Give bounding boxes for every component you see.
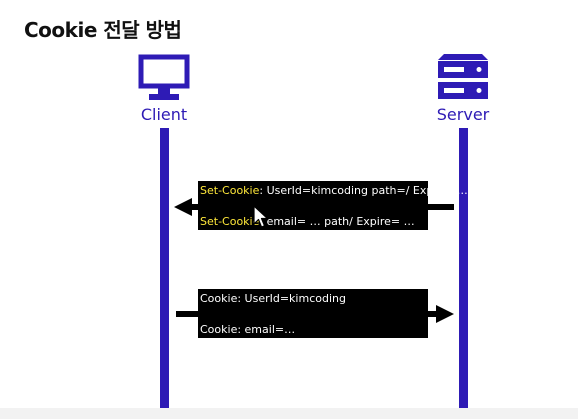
mouse-cursor-icon bbox=[253, 205, 269, 228]
server-lifeline bbox=[459, 128, 468, 408]
response-arrow-shaft-right bbox=[428, 204, 454, 210]
set-cookie-line-2: Set-Cookie: email= … path/ Expire= … bbox=[200, 215, 415, 228]
monitor-icon bbox=[138, 54, 190, 100]
set-cookie-box: Set-Cookie: UserId=kimcoding path=/ Expi… bbox=[198, 181, 468, 230]
request-arrow-shaft-right bbox=[428, 311, 438, 317]
set-cookie-key-2: Set-Cookie bbox=[200, 215, 260, 228]
set-cookie-key-1: Set-Cookie bbox=[200, 184, 260, 197]
set-cookie-value-1: : UserId=kimcoding path=/ Expire=… bbox=[259, 184, 468, 197]
set-cookie-value-2: : email= … path/ Expire= … bbox=[259, 215, 415, 228]
request-arrow-head bbox=[436, 305, 454, 323]
cookie-line-2: Cookie: email=… bbox=[200, 323, 296, 336]
server-label: Server bbox=[436, 105, 490, 124]
client-lifeline bbox=[160, 128, 169, 408]
response-arrow-head bbox=[174, 198, 192, 216]
response-arrow-shaft-left bbox=[190, 204, 200, 210]
client-label: Client bbox=[140, 105, 188, 124]
bottom-bar bbox=[0, 408, 578, 419]
cookie-box: Cookie: UserId=kimcoding Cookie: email=… bbox=[198, 289, 428, 338]
set-cookie-line-1: Set-Cookie: UserId=kimcoding path=/ Expi… bbox=[200, 184, 468, 197]
request-arrow-shaft-left bbox=[176, 311, 200, 317]
server-icon bbox=[438, 54, 488, 99]
page-title: Cookie 전달 방법 bbox=[24, 18, 182, 42]
cookie-line-1: Cookie: UserId=kimcoding bbox=[200, 292, 346, 305]
